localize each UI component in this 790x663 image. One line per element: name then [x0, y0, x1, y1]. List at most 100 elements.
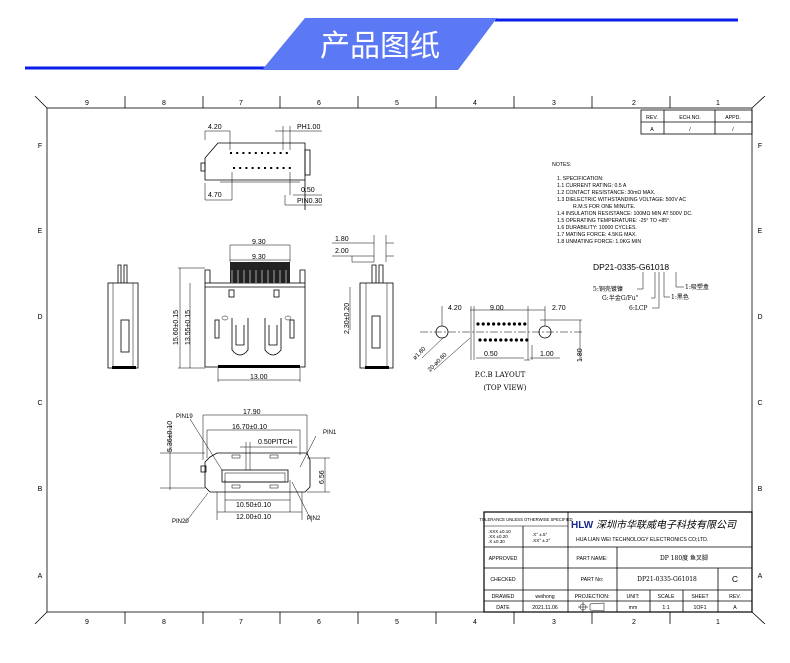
dim-label: PH1.00 [297, 124, 320, 131]
right-side-view: 1.80 2.00 2.30±0.20 [332, 235, 394, 369]
row-label: E [38, 228, 43, 235]
pcb-pad [483, 338, 487, 342]
pcb-pad [520, 338, 524, 342]
dim-label: 13.55±0.15 [185, 310, 192, 345]
callout-shell: 5:铜壳镀镍 [593, 285, 623, 293]
rev-label: REV. [729, 594, 741, 600]
scale-label: SCALE [657, 594, 675, 600]
pcb-pad [494, 338, 498, 342]
pcb-pad [518, 322, 522, 326]
pcb-layout: 4.20 9.00 2.70 0.50 1.00 1.80 ø1.80 20-ø… [412, 305, 584, 392]
note-line: 1.8 UNMATING FORCE: 1.0KG MIN [557, 239, 641, 245]
row-label: D [757, 314, 762, 321]
sheet-value: 1OF1 [694, 605, 707, 611]
pcb-title: P.C.B LAYOUT [475, 371, 526, 379]
pin-dot [245, 167, 248, 169]
unit-label: UNIT: [627, 594, 640, 600]
pin-dot [257, 167, 260, 169]
column-labels-top: 9 8 7 6 5 4 3 2 1 [85, 100, 720, 107]
top-view: 4.20 PH1.00 0.50 PIN0.30 4.70 [200, 124, 322, 210]
pin-dot [264, 167, 266, 169]
sheet-label: SHEET [691, 594, 709, 600]
dim-label: 13.00 [250, 374, 268, 381]
note-line: 1. SPECIFICATION: [557, 176, 604, 182]
tol-angular: .X° ±.5° [532, 532, 548, 537]
dim-label: 4.20 [208, 124, 222, 131]
col-label: 8 [162, 100, 166, 107]
drawing-frame: 9 8 7 6 5 4 3 2 1 9 8 7 6 5 4 3 2 1 F E … [34, 95, 766, 626]
dim-label: 6.56 [319, 470, 326, 484]
pin-dot [270, 167, 273, 169]
pin-dot [248, 152, 251, 154]
rev-value: A [733, 605, 737, 611]
col-label: 4 [473, 100, 477, 107]
pin-dot [273, 152, 276, 154]
row-label: B [38, 486, 43, 493]
tolerance-title: TOLERANCE UNLESS OTHERWISE SPECIFIED [479, 517, 572, 522]
pin-dot [288, 167, 291, 169]
pcb-pad [507, 322, 511, 326]
notes: NOTES: 1. SPECIFICATION: 1.1 CURRENT RAT… [552, 162, 693, 245]
pcb-pad [504, 338, 508, 342]
dim-label: 1.80 [577, 348, 584, 362]
dim-label: 2.30±0.20 [344, 303, 351, 334]
col-label: 3 [552, 619, 556, 626]
part-code-legend: DP21-0335-G61018 5:铜壳镀镍 G:半金G/Fu" 6:LCP … [593, 262, 709, 312]
pin-dot [276, 167, 279, 169]
ech-header: ECH.NO. [679, 115, 701, 121]
date-value: 2021.11.06 [532, 605, 558, 611]
scale-value: 1:1 [662, 605, 669, 611]
part-code: DP21-0335-G61018 [593, 262, 669, 272]
note-line: 1.3 DIELECTRIC WITHSTANDING VOLTAGE: 500… [557, 197, 686, 203]
col-label: 5 [395, 619, 399, 626]
dim-label: 2.70 [552, 305, 566, 312]
note-line: R.M.S FOR ONE MINUTE. [573, 204, 635, 210]
part-name-value: DP 180度 鱼叉脚 [660, 554, 708, 562]
pin-dot [251, 167, 254, 169]
approved-label: APPROVED [489, 556, 518, 562]
pin-dot [279, 152, 282, 154]
part-no-label: PART No: [581, 577, 604, 583]
pcb-pad [514, 338, 519, 342]
col-label: 1 [716, 100, 720, 107]
col-label: 1 [716, 619, 720, 626]
projection-symbol-icon [578, 602, 605, 612]
pcb-pad [509, 338, 513, 342]
col-label: 7 [239, 619, 243, 626]
pin-dot [230, 152, 232, 154]
rev-value: A [650, 127, 654, 133]
column-labels-bottom: 9 8 7 6 5 4 3 2 1 [85, 619, 720, 626]
pcb-pad [512, 322, 517, 326]
tol-linear: .XX ±0.20 [488, 534, 508, 539]
dim-label: 17.90 [243, 409, 261, 416]
col-label: 6 [317, 619, 321, 626]
pin-dot [285, 152, 288, 154]
dim-label: 9.30 [252, 254, 266, 261]
pcb-pad [492, 322, 496, 326]
pcb-pad [476, 322, 480, 326]
pcb-pad [486, 322, 490, 326]
projection-label: PROJECTION: [575, 594, 610, 600]
rev-header: REV. [646, 115, 658, 121]
drawed-label: DRAWED [492, 594, 515, 600]
callout-plating: G:半金G/Fu" [602, 294, 639, 302]
callout-packing: 1:吸塑盒 [685, 283, 709, 291]
ech-value: / [689, 127, 691, 133]
callout-color: 1:黑色 [671, 293, 689, 301]
notes-title: NOTES: [552, 162, 571, 168]
dim-label: 12.00±0.10 [236, 514, 271, 521]
col-label: 7 [239, 100, 243, 107]
pin-dot [261, 152, 263, 154]
dim-label: PIN0.30 [297, 198, 322, 205]
pin-dot [239, 167, 242, 169]
pcb-pad [499, 338, 503, 342]
col-label: 2 [632, 100, 636, 107]
drawing-size: C [732, 574, 738, 584]
row-label: F [758, 143, 762, 150]
note-line: 1.2 CONTACT RESISTANCE: 30mΩ MAX. [557, 190, 655, 196]
company-name-en: HUA LIAN WEI TECHNOLOGY ELECTRONICS CO;L… [576, 537, 708, 543]
company-name-cn: 深圳市华联威电子科技有限公司 [596, 519, 737, 531]
dim-label: 0.50 [484, 351, 498, 358]
dim-label: 1.80 [335, 236, 349, 243]
